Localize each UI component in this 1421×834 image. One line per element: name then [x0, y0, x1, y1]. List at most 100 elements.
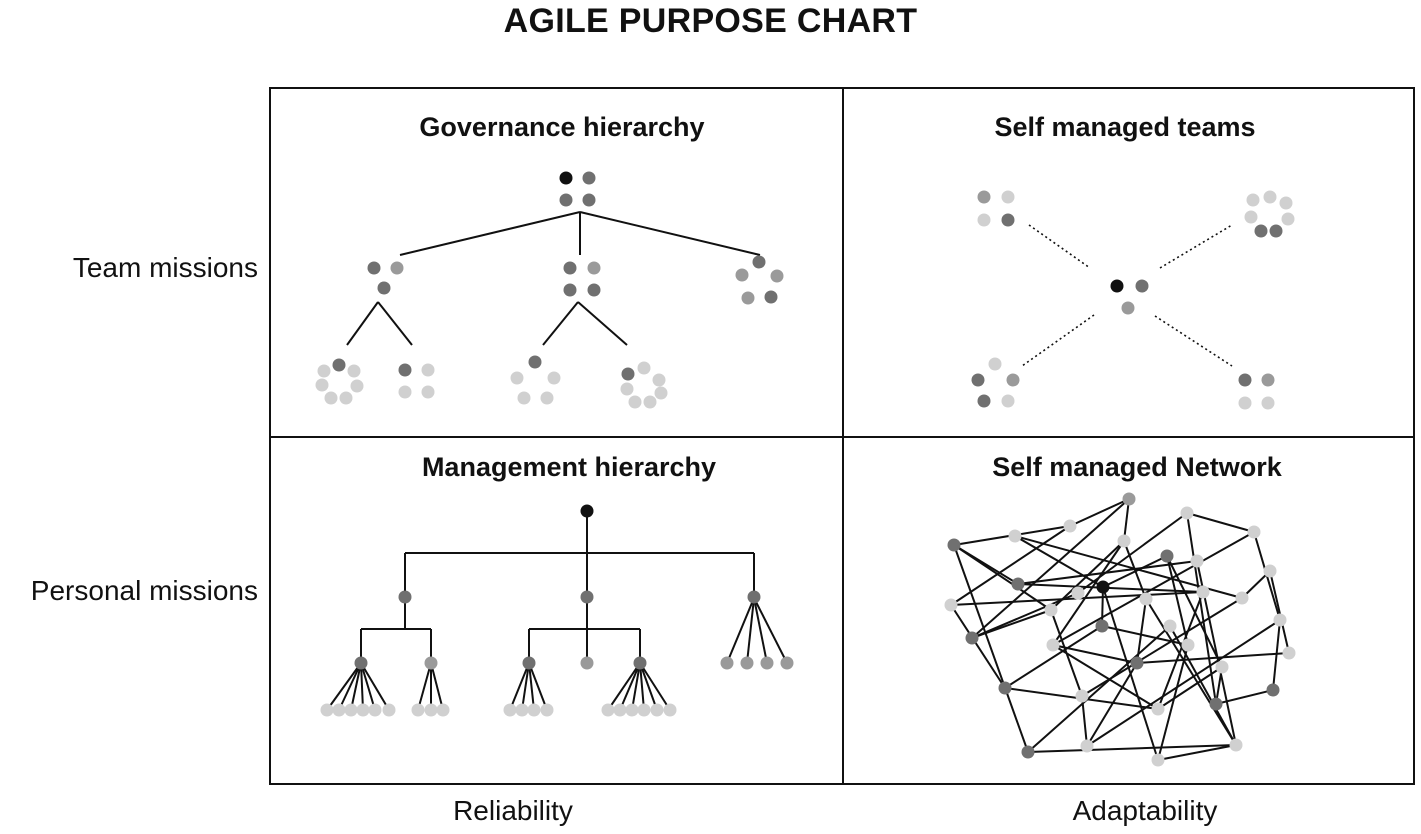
- node: [1063, 519, 1077, 533]
- connector-line: [542, 301, 579, 346]
- connector-line: [953, 544, 1029, 753]
- node: [540, 703, 554, 717]
- node: [1075, 689, 1089, 703]
- node: [367, 261, 381, 275]
- node: [1196, 585, 1210, 599]
- connector-line: [950, 604, 1006, 689]
- node: [332, 358, 346, 372]
- node: [1263, 190, 1277, 204]
- column-label-reliability: Reliability: [453, 795, 573, 826]
- connector-line: [1272, 619, 1281, 691]
- connector-line: [1157, 644, 1189, 761]
- node: [1209, 697, 1223, 711]
- node: [1095, 619, 1109, 633]
- node: [580, 504, 594, 518]
- node: [424, 703, 438, 717]
- connector-line: [1069, 498, 1130, 527]
- node: [1263, 564, 1277, 578]
- management-hierarchy-graphic: [320, 504, 794, 717]
- connector-line: [350, 662, 362, 711]
- connector-line: [1101, 625, 1189, 646]
- connector-line: [1186, 512, 1255, 533]
- node: [1180, 506, 1194, 520]
- node: [1190, 554, 1204, 568]
- connector-line: [521, 662, 530, 711]
- node: [424, 656, 438, 670]
- connector-line: [1017, 583, 1204, 593]
- node: [347, 364, 361, 378]
- node: [1117, 534, 1131, 548]
- connector-line: [430, 662, 444, 711]
- connector-line: [577, 301, 628, 346]
- connector-line: [338, 662, 362, 711]
- node: [339, 391, 353, 405]
- connector-line: [1027, 744, 1237, 753]
- connector-line: [1145, 598, 1237, 746]
- node: [1269, 224, 1283, 238]
- connector-line: [360, 662, 364, 711]
- connector-dotted: [1154, 315, 1233, 367]
- self-managed-network-graphic: [944, 492, 1296, 767]
- node: [1151, 702, 1165, 716]
- column-label-adaptability: Adaptability: [1072, 795, 1218, 826]
- quadrant-title-self-managed-network: Self managed Network: [992, 452, 1282, 482]
- node: [1266, 683, 1280, 697]
- node: [1044, 603, 1058, 617]
- node: [1238, 396, 1252, 410]
- connector-line: [1086, 619, 1281, 747]
- node: [1139, 592, 1153, 606]
- node: [563, 261, 577, 275]
- node: [947, 538, 961, 552]
- connector-dotted: [1159, 224, 1233, 269]
- node: [1110, 279, 1124, 293]
- node: [637, 703, 651, 717]
- connector-line: [1052, 644, 1138, 664]
- connector-line: [726, 597, 755, 664]
- node: [1247, 525, 1261, 539]
- node: [1279, 196, 1293, 210]
- connector-line: [579, 211, 761, 256]
- connector-line: [1123, 498, 1130, 542]
- connector-line: [607, 662, 641, 711]
- connector-line: [619, 662, 641, 711]
- connector-line: [971, 609, 1052, 639]
- node: [741, 291, 755, 305]
- node: [613, 703, 627, 717]
- node: [344, 703, 358, 717]
- node: [1096, 580, 1110, 594]
- connector-line: [528, 662, 548, 711]
- node: [764, 290, 778, 304]
- node: [1151, 753, 1165, 767]
- connector-line: [399, 211, 581, 256]
- node: [752, 255, 766, 269]
- node: [515, 703, 529, 717]
- quadrant-grid: [269, 87, 1415, 785]
- node: [1273, 613, 1287, 627]
- node: [760, 656, 774, 670]
- connector-line: [1136, 652, 1290, 664]
- connector-line: [1086, 662, 1138, 747]
- connector-line: [1052, 644, 1159, 710]
- connector-line: [417, 662, 432, 711]
- node: [1122, 492, 1136, 506]
- node: [421, 363, 435, 377]
- node: [1121, 301, 1135, 315]
- node: [547, 371, 561, 385]
- row-label-team-missions: Team missions: [72, 252, 258, 283]
- node: [559, 193, 573, 207]
- node: [390, 261, 404, 275]
- connector-line: [360, 662, 376, 711]
- node: [1246, 193, 1260, 207]
- node: [1229, 738, 1243, 752]
- connector-line: [953, 544, 1052, 611]
- connector-line: [753, 597, 788, 664]
- node: [398, 590, 412, 604]
- connector-dotted: [1021, 314, 1095, 367]
- node: [625, 703, 639, 717]
- node: [1281, 212, 1295, 226]
- node: [977, 394, 991, 408]
- node: [377, 281, 391, 295]
- connector-line: [1166, 555, 1223, 668]
- node: [368, 703, 382, 717]
